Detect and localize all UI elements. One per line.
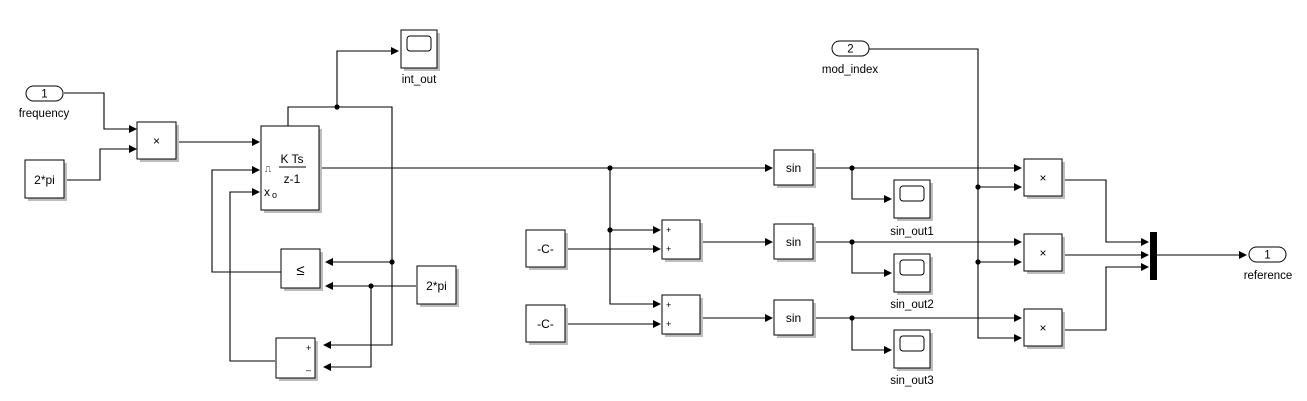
scope-screen-icon	[899, 335, 925, 352]
sum-block-1[interactable]: + +	[661, 219, 703, 262]
svg-text:+: +	[306, 343, 311, 353]
scope-sin-out2[interactable]: sin_out2	[890, 253, 934, 311]
inport-frequency-label: frequency	[19, 108, 70, 120]
product-block-3[interactable]: ×	[1023, 308, 1065, 349]
constant-c-block-1[interactable]: -C-	[525, 229, 568, 270]
svg-text:o: o	[272, 190, 277, 200]
svg-text:sin: sin	[786, 235, 801, 249]
svg-text:sin: sin	[786, 161, 801, 175]
gain-2pi-block[interactable]: 2*pi	[24, 159, 67, 201]
outport-reference[interactable]: 1 reference	[1244, 246, 1293, 282]
svg-text:+: +	[666, 244, 671, 254]
svg-text:×: ×	[1039, 171, 1046, 185]
outport-reference-label: reference	[1244, 270, 1293, 282]
svg-text:K Ts: K Ts	[280, 152, 303, 166]
sum-block-2[interactable]: + +	[661, 294, 703, 337]
scope-sin-out3[interactable]: sin_out3	[890, 329, 934, 387]
svg-text:2*pi: 2*pi	[34, 173, 55, 187]
compare-block[interactable]: ≤	[280, 248, 323, 291]
scope-screen-icon	[406, 35, 432, 52]
product-block-2[interactable]: ×	[1023, 233, 1065, 274]
sin-block-3[interactable]: sin	[773, 299, 816, 338]
svg-text:-C-: -C-	[537, 317, 554, 331]
svg-text:+: +	[666, 225, 671, 235]
inport-mod-index[interactable]: 2 mod_index	[822, 40, 879, 76]
scope-sin-out1[interactable]: sin_out1	[890, 179, 934, 238]
svg-text:–: –	[306, 365, 311, 375]
product-block-1[interactable]: ×	[1023, 158, 1065, 199]
svg-text:x: x	[264, 185, 270, 199]
sin-block-1[interactable]: sin	[773, 149, 816, 188]
svg-text:×: ×	[153, 134, 160, 148]
svg-text:-C-: -C-	[537, 242, 554, 256]
svg-text:z-1: z-1	[284, 172, 301, 186]
product-block-frequency[interactable]: ×	[136, 121, 179, 162]
svg-text:≤: ≤	[296, 262, 304, 279]
inport-mod-index-label: mod_index	[822, 64, 879, 76]
svg-text:sin_out1: sin_out1	[890, 226, 933, 238]
svg-text:+: +	[666, 300, 671, 310]
svg-text:1: 1	[1264, 250, 1270, 262]
mux-block[interactable]	[1150, 232, 1157, 280]
svg-text:sin_out3: sin_out3	[890, 375, 933, 387]
svg-text:×: ×	[1039, 321, 1046, 335]
signal-lines	[64, 47, 1247, 371]
svg-text:×: ×	[1039, 246, 1046, 260]
svg-text:2*pi: 2*pi	[426, 279, 447, 293]
gain-2pi-block-2[interactable]: 2*pi	[416, 265, 459, 307]
discrete-integrator-block[interactable]: K Ts z-1 ⎍ x o	[260, 125, 322, 213]
constant-c-block-2[interactable]: -C-	[525, 304, 568, 345]
scope-screen-icon	[899, 259, 925, 276]
sin-block-2[interactable]: sin	[773, 223, 816, 262]
svg-text:2: 2	[847, 44, 853, 56]
branch-points	[334, 104, 981, 321]
scope-screen-icon	[899, 185, 925, 202]
svg-text:sin_out2: sin_out2	[890, 299, 933, 311]
svg-text:sin: sin	[786, 311, 801, 325]
reset-trigger-icon: ⎍	[265, 164, 272, 174]
subtract-block[interactable]: + –	[275, 337, 318, 381]
svg-text:+: +	[666, 319, 671, 329]
scope-int-out[interactable]: int_out	[400, 29, 440, 86]
svg-text:int_out: int_out	[402, 74, 437, 86]
svg-text:1: 1	[41, 89, 47, 101]
inport-frequency[interactable]: 1 frequency	[19, 85, 70, 120]
